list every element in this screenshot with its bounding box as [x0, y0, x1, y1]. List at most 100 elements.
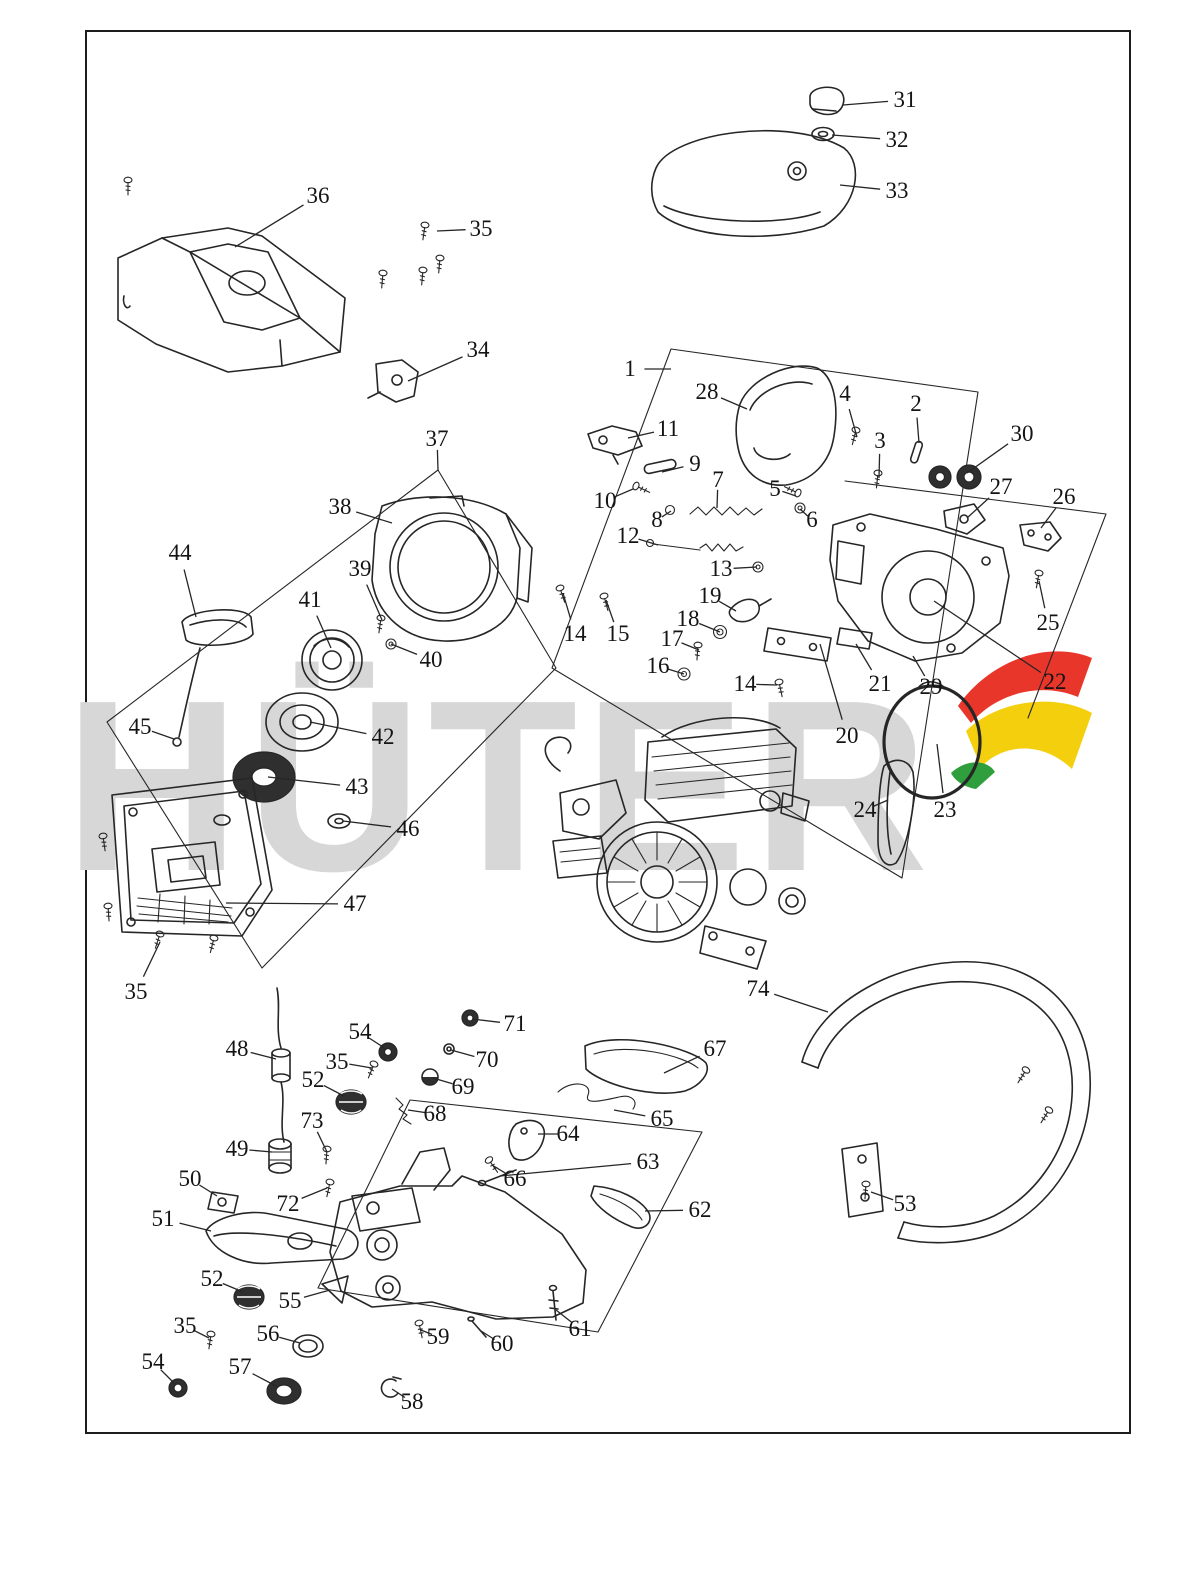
front-handle-74	[801, 961, 1091, 1244]
leader-line-15-32	[605, 599, 615, 623]
leader-line-63-63	[499, 1162, 632, 1177]
leader-line-14-36	[756, 683, 778, 686]
leader-line-33-2	[839, 184, 881, 190]
leader-line-54-51	[368, 1037, 387, 1050]
leader-line-35-72	[193, 1329, 210, 1339]
pin-9	[643, 458, 677, 475]
leader-line-9-14	[661, 466, 684, 473]
leader-line-30-13	[966, 443, 1009, 474]
leader-line-28-7	[720, 397, 748, 410]
rings-55-58	[266, 1275, 402, 1405]
leader-line-68-58	[407, 1109, 426, 1114]
tank-handle-assembly	[205, 1147, 587, 1320]
leader-line-25-29	[1038, 580, 1046, 609]
leader-line-4-8	[848, 408, 858, 438]
small-hardware	[385, 502, 806, 681]
leader-line-45-40	[151, 730, 175, 740]
washer-43	[232, 751, 296, 803]
assembly-boxes	[106, 348, 1107, 1333]
guide-strip-24	[877, 759, 915, 866]
leader-line-32-1	[831, 134, 881, 140]
leader-line-39-25	[366, 584, 383, 621]
leader-line-40-33	[390, 643, 418, 656]
leader-line-16-35	[666, 668, 685, 675]
chain-brake-cover	[829, 513, 1010, 662]
plate-27	[943, 503, 986, 535]
leader-line-67-57	[663, 1055, 700, 1074]
bumper-49	[268, 1138, 292, 1174]
leader-line-59-75	[420, 1329, 433, 1336]
leader-line-7-17	[716, 489, 719, 509]
leader-line-71-50	[471, 1018, 500, 1023]
leader-line-42-41	[309, 721, 367, 735]
lever-19	[728, 598, 772, 623]
leader-line-62-67	[644, 1209, 684, 1212]
leader-line-13-26	[733, 566, 758, 569]
leader-line-29-38	[912, 655, 926, 677]
engine-assembly	[544, 716, 810, 970]
grommets-54	[168, 1042, 398, 1398]
plate-20	[763, 627, 832, 662]
leader-line-73-60	[316, 1131, 328, 1153]
fan-housing-38	[371, 495, 533, 642]
leader-line-14-31	[562, 592, 572, 620]
leader-line-20-42	[819, 643, 843, 720]
spring-7	[689, 506, 763, 516]
leader-line-38-15	[356, 511, 393, 524]
cover-knob-31	[809, 86, 845, 116]
leader-line-12-24	[638, 538, 659, 546]
leader-line-61-74	[555, 1309, 573, 1323]
leader-line-52-70	[222, 1282, 244, 1293]
leader-line-8-21	[661, 510, 672, 518]
leader-line-50-65	[199, 1184, 218, 1197]
leader-line-41-27	[316, 615, 332, 649]
starter-pulley-41	[301, 629, 363, 691]
diagram-border	[85, 30, 1131, 1434]
leader-line-55-71	[303, 1289, 331, 1298]
leader-line-17-34	[681, 642, 700, 651]
leader-line-35-48	[142, 941, 161, 977]
leader-line-54-77	[160, 1369, 176, 1385]
leader-line-11-11	[627, 431, 655, 439]
leader-line-36-3	[234, 204, 304, 248]
leader-line-57-78	[252, 1373, 277, 1387]
leader-line-24-44	[872, 799, 889, 808]
leader-line-22-39	[933, 600, 1042, 674]
washers-30	[928, 464, 982, 490]
leader-line-2-9	[916, 417, 920, 444]
washer-32	[811, 126, 835, 142]
leader-line-43-43	[267, 776, 341, 786]
leader-line-35-54	[349, 1063, 373, 1069]
leader-line-5-18	[782, 490, 797, 497]
leader-line-6-22	[799, 508, 809, 517]
starter-handle-44	[172, 609, 254, 747]
bracket-34	[367, 359, 419, 403]
leader-line-46-46	[342, 820, 392, 828]
brake-lever-11	[587, 425, 643, 465]
leader-line-74-49	[773, 993, 829, 1013]
brake-band-29	[882, 681, 982, 800]
leader-line-3-12	[878, 453, 881, 479]
air-filter-cover	[650, 130, 857, 238]
leader-line-65-59	[613, 1109, 646, 1117]
leader-line-23-45	[936, 743, 944, 794]
hand-guard-28	[735, 365, 837, 486]
throttle-parts	[508, 1038, 708, 1229]
leader-line-56-73	[279, 1336, 301, 1344]
leader-line-66-64	[491, 1164, 508, 1175]
leader-line-53-69	[870, 1191, 894, 1201]
leader-line-48-52	[250, 1051, 277, 1060]
oil-line-48	[271, 987, 291, 1143]
leader-line-18-30	[698, 622, 721, 633]
leader-line-31-0	[842, 100, 889, 106]
pins-59-61	[467, 1284, 559, 1338]
leader-line-60-76	[480, 1330, 495, 1341]
leader-line-27-19	[966, 497, 990, 519]
leader-line-69-56	[432, 1077, 453, 1085]
leader-line-21-37	[855, 643, 873, 671]
leader-line-51-68	[179, 1222, 212, 1232]
leader-line-34-5	[407, 356, 463, 382]
caps-68-71	[395, 1009, 479, 1125]
leader-line-26-20	[1040, 507, 1057, 529]
